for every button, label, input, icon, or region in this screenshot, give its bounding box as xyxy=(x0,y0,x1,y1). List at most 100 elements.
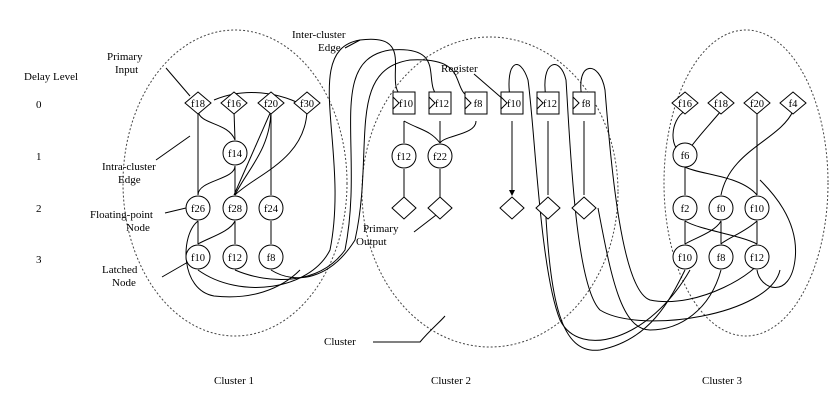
latched-node: f12 xyxy=(744,244,770,270)
cluster-titles: Cluster 1 Cluster 2 Cluster 3 xyxy=(214,375,743,387)
cluster-3-level-2: f2 f0 f10 xyxy=(672,195,770,221)
node-label: f2 xyxy=(681,204,690,215)
node-label: f18 xyxy=(714,99,728,110)
delay-level-title: Delay Level xyxy=(24,71,78,83)
node-label: f10 xyxy=(507,99,521,110)
node-label: f12 xyxy=(397,152,411,163)
fp-node-label-line1: Floating-point xyxy=(90,209,153,221)
register-label: Register xyxy=(441,63,478,75)
node-label: f20 xyxy=(750,99,764,110)
cluster-2-level-1: f12 f22 xyxy=(391,143,453,169)
node-label: f12 xyxy=(435,99,449,110)
latched-node-label-line2: Node xyxy=(112,277,136,289)
node-label: f4 xyxy=(789,99,798,110)
floating-point-node: f22 xyxy=(427,143,453,169)
primary-input-label-line1: Primary xyxy=(107,51,143,63)
node-label: f16 xyxy=(227,99,241,110)
primary-input-node: f4 xyxy=(779,91,807,115)
primary-input-node: f18 xyxy=(184,91,212,115)
cluster-1-level-3: f10 f12 f8 xyxy=(185,244,284,270)
register-node: f8 xyxy=(572,91,596,115)
node-label: f22 xyxy=(433,152,447,163)
node-label: f8 xyxy=(717,253,726,264)
primary-input-label-line2: Input xyxy=(115,64,138,76)
primary-output-node xyxy=(391,196,417,220)
primary-output-label-line2: Output xyxy=(356,236,387,248)
floating-point-node: f14 xyxy=(222,140,248,166)
cluster-3-level-1: f6 xyxy=(672,142,698,168)
node-label: f8 xyxy=(474,99,483,110)
primary-input-node: f16 xyxy=(671,91,699,115)
node-label: f10 xyxy=(399,99,413,110)
node-label: f28 xyxy=(228,204,242,215)
node-label: f6 xyxy=(681,151,690,162)
latched-node: f10 xyxy=(672,244,698,270)
node-label: f24 xyxy=(264,204,279,215)
inter-edge-label-line1: Inter-cluster xyxy=(292,29,346,41)
node-label: f12 xyxy=(543,99,557,110)
register-node: f12 xyxy=(536,91,560,115)
primary-output-label-line1: Primary xyxy=(363,223,399,235)
node-label: f10 xyxy=(191,253,205,264)
inter-edge-label-line2: Edge xyxy=(318,42,341,54)
node-label: f12 xyxy=(750,253,764,264)
latched-node: f8 xyxy=(258,244,284,270)
floating-point-node: f6 xyxy=(672,142,698,168)
node-label: f10 xyxy=(750,204,764,215)
cluster-1-inputs: f18 f16 f20 f30 xyxy=(184,91,321,115)
latched-node: f8 xyxy=(708,244,734,270)
cluster-3-ring xyxy=(663,29,829,337)
delay-level-3: 3 xyxy=(36,254,42,266)
floating-point-node: f10 xyxy=(744,195,770,221)
node-label: f30 xyxy=(300,99,314,110)
delay-level-axis: Delay Level 0 1 2 3 xyxy=(24,71,78,266)
cluster-2-outputs xyxy=(391,196,597,220)
register-node: f12 xyxy=(428,91,452,115)
cluster-label: Cluster xyxy=(324,336,356,348)
floating-point-node: f28 xyxy=(222,195,248,221)
register-node: f8 xyxy=(464,91,488,115)
floating-point-node: f24 xyxy=(258,195,284,221)
primary-input-node: f20 xyxy=(257,91,285,115)
latched-node: f12 xyxy=(222,244,248,270)
annotations: Primary Input Intra-cluster Edge Floatin… xyxy=(90,29,478,348)
node-label: f16 xyxy=(678,99,692,110)
floating-point-node: f0 xyxy=(708,195,734,221)
node-label: f14 xyxy=(228,149,243,160)
node-label: f8 xyxy=(582,99,591,110)
cluster-1-ring xyxy=(122,29,348,337)
inter-cluster-wires xyxy=(197,38,797,351)
cluster-1-wires xyxy=(185,110,308,298)
cluster-1-title: Cluster 1 xyxy=(214,375,254,387)
latched-node: f10 xyxy=(185,244,211,270)
cluster-3-level-3: f10 f8 f12 xyxy=(672,244,770,270)
cluster-2-title: Cluster 2 xyxy=(431,375,471,387)
intra-edge-label-line2: Edge xyxy=(118,174,141,186)
primary-input-node: f30 xyxy=(293,91,321,115)
node-label: f18 xyxy=(191,99,205,110)
node-label: f20 xyxy=(264,99,278,110)
cluster-1-level-1: f14 xyxy=(222,140,248,166)
cluster-3-wires xyxy=(672,110,794,245)
floating-point-node: f2 xyxy=(672,195,698,221)
cluster-2-ring xyxy=(361,36,619,348)
primary-output-node xyxy=(499,196,525,220)
floating-point-node: f26 xyxy=(185,195,211,221)
primary-output-node xyxy=(571,196,597,220)
node-label: f12 xyxy=(228,253,242,264)
primary-input-node: f16 xyxy=(220,91,248,115)
node-label: f0 xyxy=(717,204,726,215)
primary-output-node xyxy=(535,196,561,220)
cluster-2-wires xyxy=(403,120,585,197)
register-node: f10 xyxy=(392,91,416,115)
latched-node-label-line1: Latched xyxy=(102,264,138,276)
cluster-3-title: Cluster 3 xyxy=(702,375,743,387)
fp-node-label-line2: Node xyxy=(126,222,150,234)
primary-input-node: f18 xyxy=(707,91,735,115)
callout-lines xyxy=(155,39,505,343)
node-label: f10 xyxy=(678,253,692,264)
cluster-1-level-2: f26 f28 f24 xyxy=(185,195,284,221)
delay-level-2: 2 xyxy=(36,203,42,215)
cluster-2-registers: f10 f12 f8 f10 f12 f8 xyxy=(392,91,596,115)
floating-point-node: f12 xyxy=(391,143,417,169)
